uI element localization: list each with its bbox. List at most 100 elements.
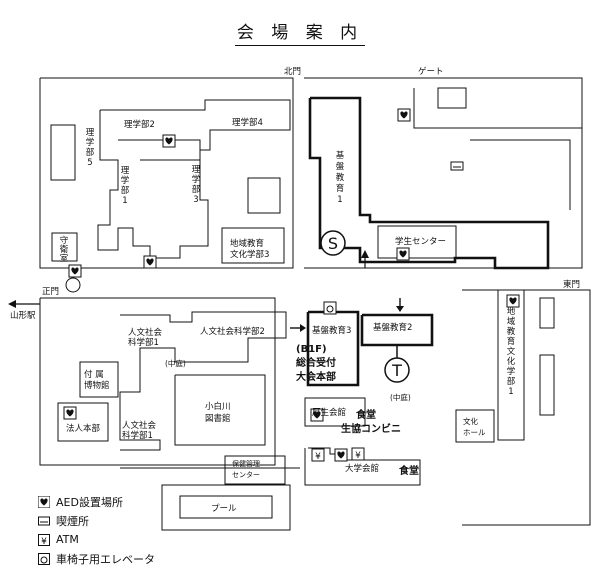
- label-daigaku-kaikan: 大学会館: [345, 463, 379, 474]
- label-chiiki3-2: 文化学部3: [230, 249, 269, 260]
- aed-icon: [38, 495, 50, 508]
- label-bunka-hall-1: 文化: [463, 416, 478, 426]
- aed-icon: [68, 264, 82, 278]
- label-kosei: 厚生会館: [312, 407, 346, 418]
- label-library-2: 図書館: [205, 413, 231, 424]
- label-rigaku4: 理学部4: [232, 117, 263, 128]
- marker-t-label: T: [391, 361, 402, 380]
- chiiki3-building: [221, 227, 285, 264]
- label-courtyard-1: (中庭): [165, 358, 186, 368]
- label-hoken-2: センター: [232, 470, 260, 479]
- legend-label-aed: AED設置場所: [56, 495, 123, 509]
- label-hojin: 法人本部: [66, 423, 101, 434]
- smoking-icon: [450, 161, 464, 171]
- gate-building: [437, 87, 467, 109]
- label-hoken-1: 保健管理: [232, 459, 260, 468]
- label-student-center: 学生センター: [395, 236, 446, 247]
- east-small-building: [539, 297, 555, 329]
- label-main-gate: 正門: [42, 287, 59, 297]
- legend: AED設置場所 喫煙所 ¥ ATM 車椅子用エレベータ: [38, 492, 155, 568]
- marker-s: [320, 230, 346, 256]
- rigaku-inner-line: [118, 139, 201, 161]
- upper-campus-right-boundary: [304, 77, 583, 269]
- label-yamagata-station: 山形駅: [10, 310, 36, 321]
- library-building: [174, 374, 266, 446]
- label-jinbun1b-1: 人文社会: [122, 420, 157, 431]
- label-museum-1: 付 属: [84, 369, 104, 380]
- label-guard-text: 守衛室: [60, 235, 69, 264]
- main-gate-marker: [65, 277, 81, 293]
- guard-building: [51, 232, 78, 262]
- legend-item-aed: AED設置場所: [38, 492, 155, 511]
- kiban3-building: [306, 310, 360, 387]
- legend-item-atm: ¥ ATM: [38, 530, 155, 549]
- label-pool: プール: [211, 504, 237, 514]
- east-small-building-2: [539, 354, 555, 416]
- label-shokudo-1: 食堂: [355, 408, 376, 421]
- aed-icon: [506, 294, 520, 308]
- legend-label-atm: ATM: [56, 533, 79, 546]
- legend-label-smoking: 喫煙所: [56, 514, 89, 528]
- museum-building: [79, 361, 119, 398]
- label-jinbun2: 人文社会科学部2: [200, 326, 265, 337]
- kiban1-building: [308, 96, 550, 270]
- atm-icon: ¥: [311, 448, 325, 462]
- label-jinbun1a-1: 人文社会: [128, 327, 163, 338]
- svg-text:¥: ¥: [355, 451, 361, 461]
- atm-icon: ¥: [38, 533, 50, 546]
- label-guard: 守衛室: [60, 235, 69, 264]
- aed-icon: [397, 108, 411, 122]
- aed-icon: [143, 255, 157, 269]
- label-bunka-hall-2: ホール: [463, 428, 486, 437]
- label-courtyard-2: (中庭): [390, 392, 411, 402]
- aed-icon: [162, 134, 176, 148]
- label-chiiki3-1: 地域教育: [230, 238, 264, 249]
- label-library-1: 小白川: [205, 401, 231, 412]
- label-rigaku2: 理学部2: [124, 119, 155, 130]
- smoking-icon: [38, 516, 50, 525]
- rigaku5-building: [50, 124, 76, 181]
- label-b1f: (B1F): [296, 344, 327, 355]
- wheelchair-icon: [38, 552, 50, 565]
- aed-icon: [63, 406, 77, 420]
- marker-t: [384, 357, 410, 383]
- aed-icon: [334, 448, 348, 462]
- label-gate: ゲート: [418, 66, 444, 77]
- student-center-building: [377, 225, 457, 259]
- label-reception: 総合受付: [296, 356, 336, 369]
- lower-campus-boundary: [39, 297, 276, 466]
- legend-item-wheelchair: 車椅子用エレベータ: [38, 549, 155, 568]
- pool-outer: [161, 484, 291, 531]
- page-title: 会 場 案 内: [0, 18, 600, 46]
- aed-icon: [396, 247, 410, 261]
- label-kiban2: 基盤教育2: [373, 322, 412, 333]
- east-lower-boundary: [462, 289, 591, 526]
- hoken-building: [224, 455, 286, 485]
- label-jinbun1b-2: 科学部1: [122, 430, 153, 441]
- label-headquarters: 大会本部: [296, 370, 336, 383]
- gate-side-building: [413, 88, 582, 129]
- bunka-hall-building: [455, 409, 495, 443]
- upper-campus-boundary: [39, 77, 294, 269]
- legend-label-wheelchair: 車椅子用エレベータ: [56, 552, 155, 566]
- pool-inner: [179, 495, 273, 519]
- kosei-building: [304, 397, 366, 427]
- label-kiban3: 基盤教育3: [312, 325, 351, 336]
- small-building-1: [247, 177, 281, 214]
- svg-text:¥: ¥: [41, 537, 47, 546]
- wheelchair-icon: [323, 301, 337, 315]
- label-north-gate: 北門: [284, 67, 301, 77]
- kiban2-building: [360, 313, 434, 347]
- marker-s-label: S: [328, 234, 338, 253]
- label-shokudo-2: 食堂: [398, 464, 419, 477]
